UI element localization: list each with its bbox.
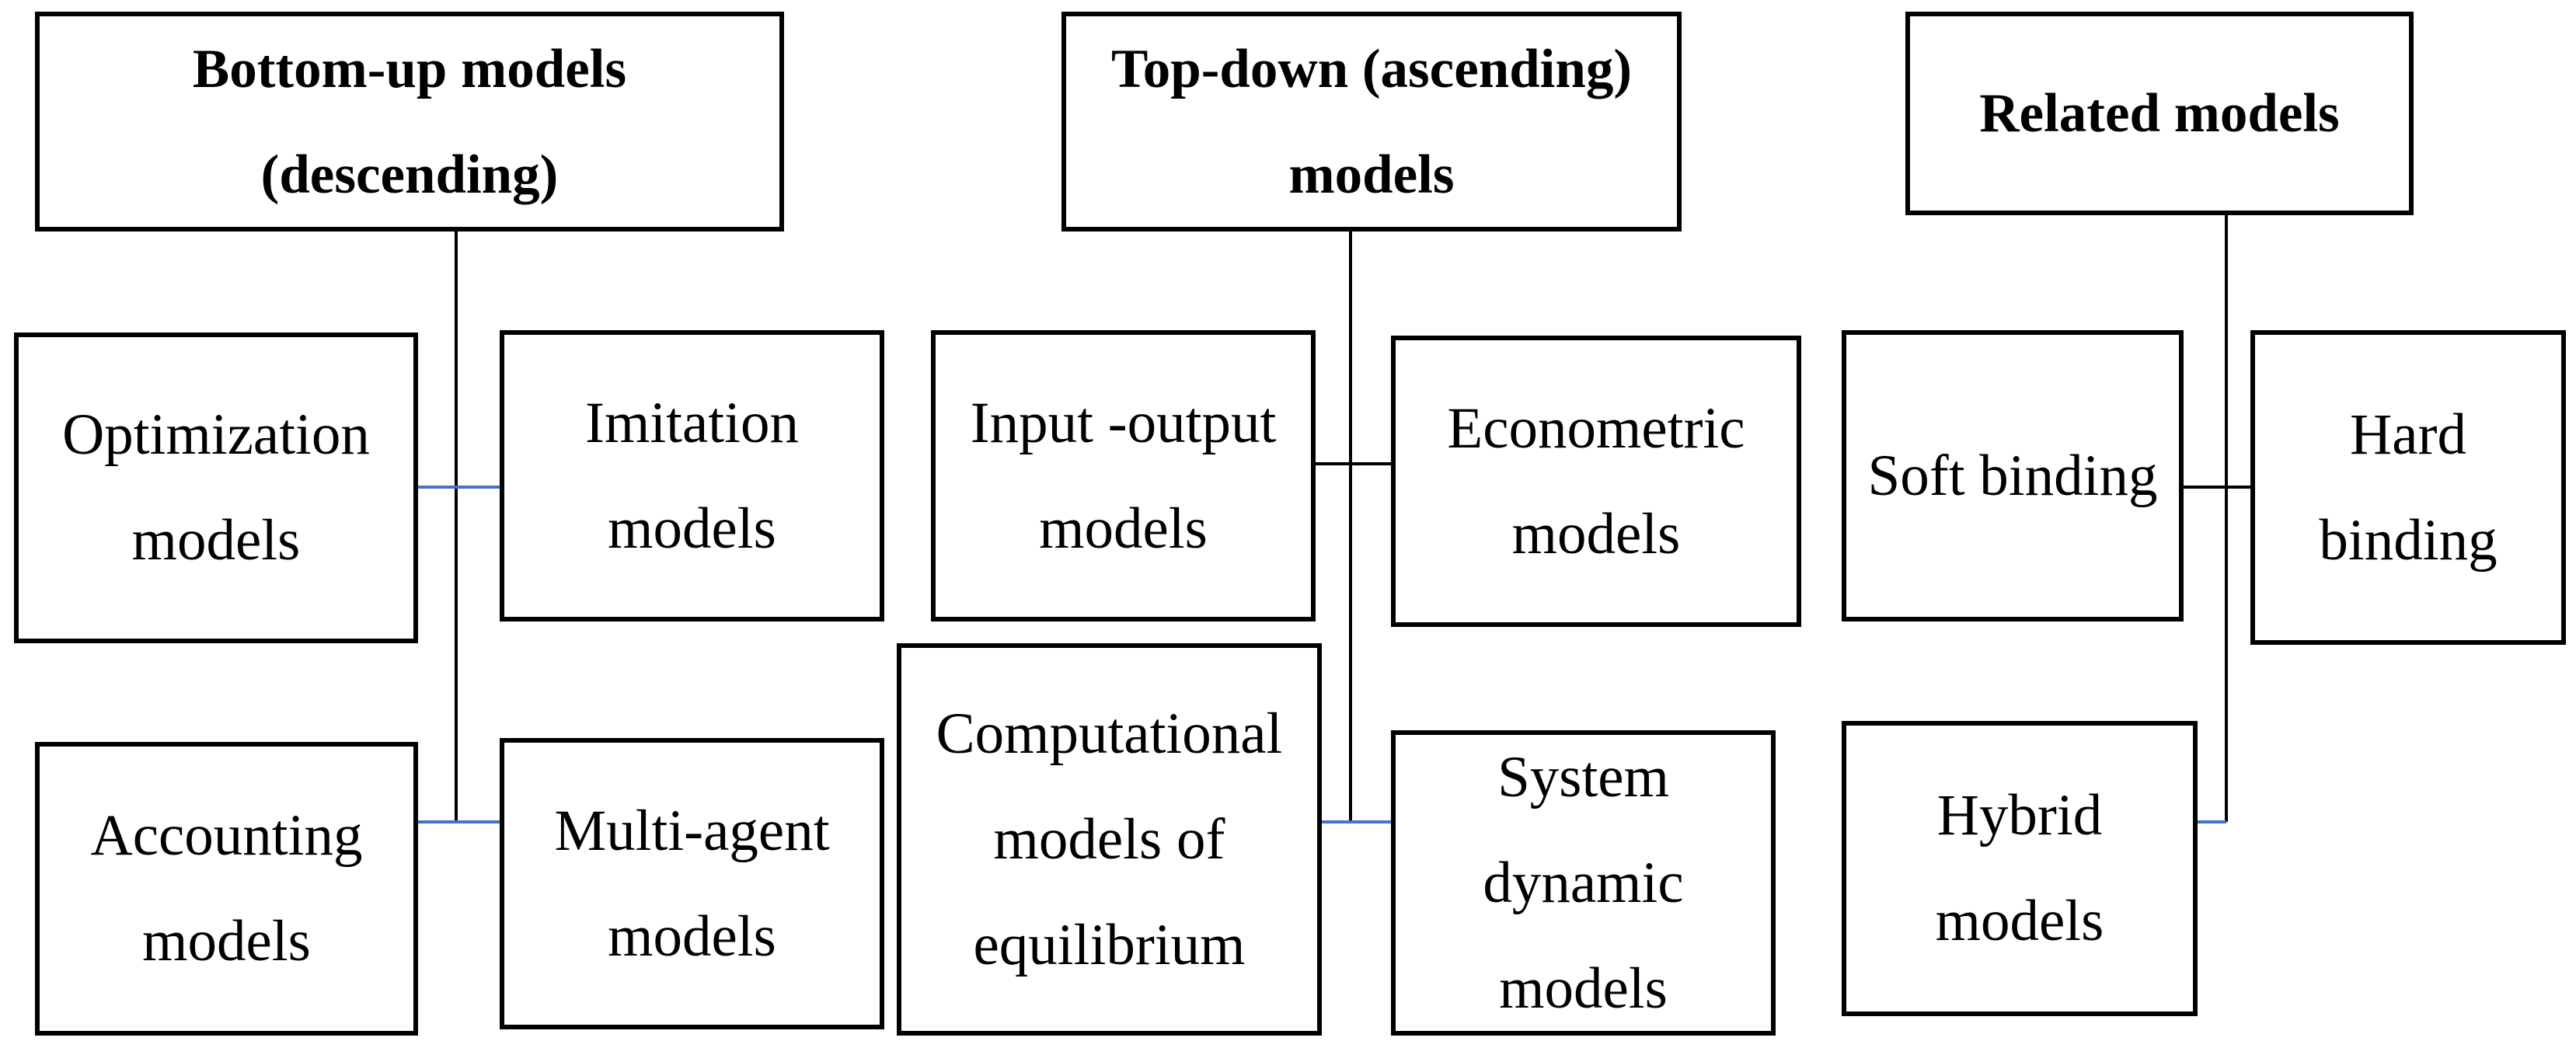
box-line: models — [1511, 501, 1681, 566]
box-computational-equilibrium-models: Computational models of equilibrium — [897, 643, 1322, 1036]
box-line: models — [608, 904, 776, 969]
box-line: Input -output — [970, 390, 1277, 455]
box-line: equilibrium — [973, 912, 1246, 977]
box-accounting-models: Accounting models — [35, 742, 418, 1036]
box-line: models — [1039, 496, 1208, 561]
box-system-dynamic-models: System dynamic models — [1391, 730, 1776, 1036]
box-line: System — [1497, 744, 1669, 810]
box-line: Multi-agent — [554, 798, 830, 863]
box-imitation-models: Imitation models — [500, 330, 884, 621]
header-related-models: Related models — [1905, 12, 2414, 215]
box-econometric-models: Econometric models — [1391, 336, 1801, 627]
box-line: Econometric — [1447, 395, 1745, 461]
box-line: models — [142, 909, 311, 973]
box-line: models of — [993, 806, 1225, 872]
header-line: Related models — [1979, 83, 2340, 144]
box-line: Hybrid — [1936, 783, 2103, 848]
header-line: models — [1288, 144, 1455, 205]
box-line: dynamic — [1483, 850, 1684, 915]
header-bottom-up: Bottom-up models (descending) — [35, 12, 784, 232]
box-line: models — [131, 508, 301, 573]
box-multi-agent-models: Multi-agent models — [500, 738, 884, 1029]
header-line: Top-down (ascending) — [1110, 38, 1633, 99]
box-line: Imitation — [585, 390, 799, 455]
box-input-output-models: Input -output models — [931, 330, 1316, 621]
box-line: binding — [2319, 507, 2498, 573]
header-line: (descending) — [260, 144, 559, 205]
box-line: Computational — [936, 701, 1283, 766]
box-line: Accounting — [90, 803, 363, 868]
box-optimization-models: Optimization models — [14, 333, 418, 643]
box-hybrid-models: Hybrid models — [1842, 721, 2198, 1016]
header-top-down: Top-down (ascending) models — [1061, 12, 1682, 232]
box-line: models — [1499, 956, 1668, 1021]
box-line: Optimization — [62, 402, 370, 467]
box-soft-binding: Soft binding — [1842, 330, 2184, 621]
box-line: Hard — [2350, 402, 2466, 467]
box-line: models — [1935, 889, 2104, 953]
box-hard-binding: Hard binding — [2250, 330, 2566, 645]
header-line: Bottom-up models — [192, 38, 627, 99]
box-line: Soft binding — [1867, 443, 2158, 508]
box-line: models — [608, 496, 776, 561]
